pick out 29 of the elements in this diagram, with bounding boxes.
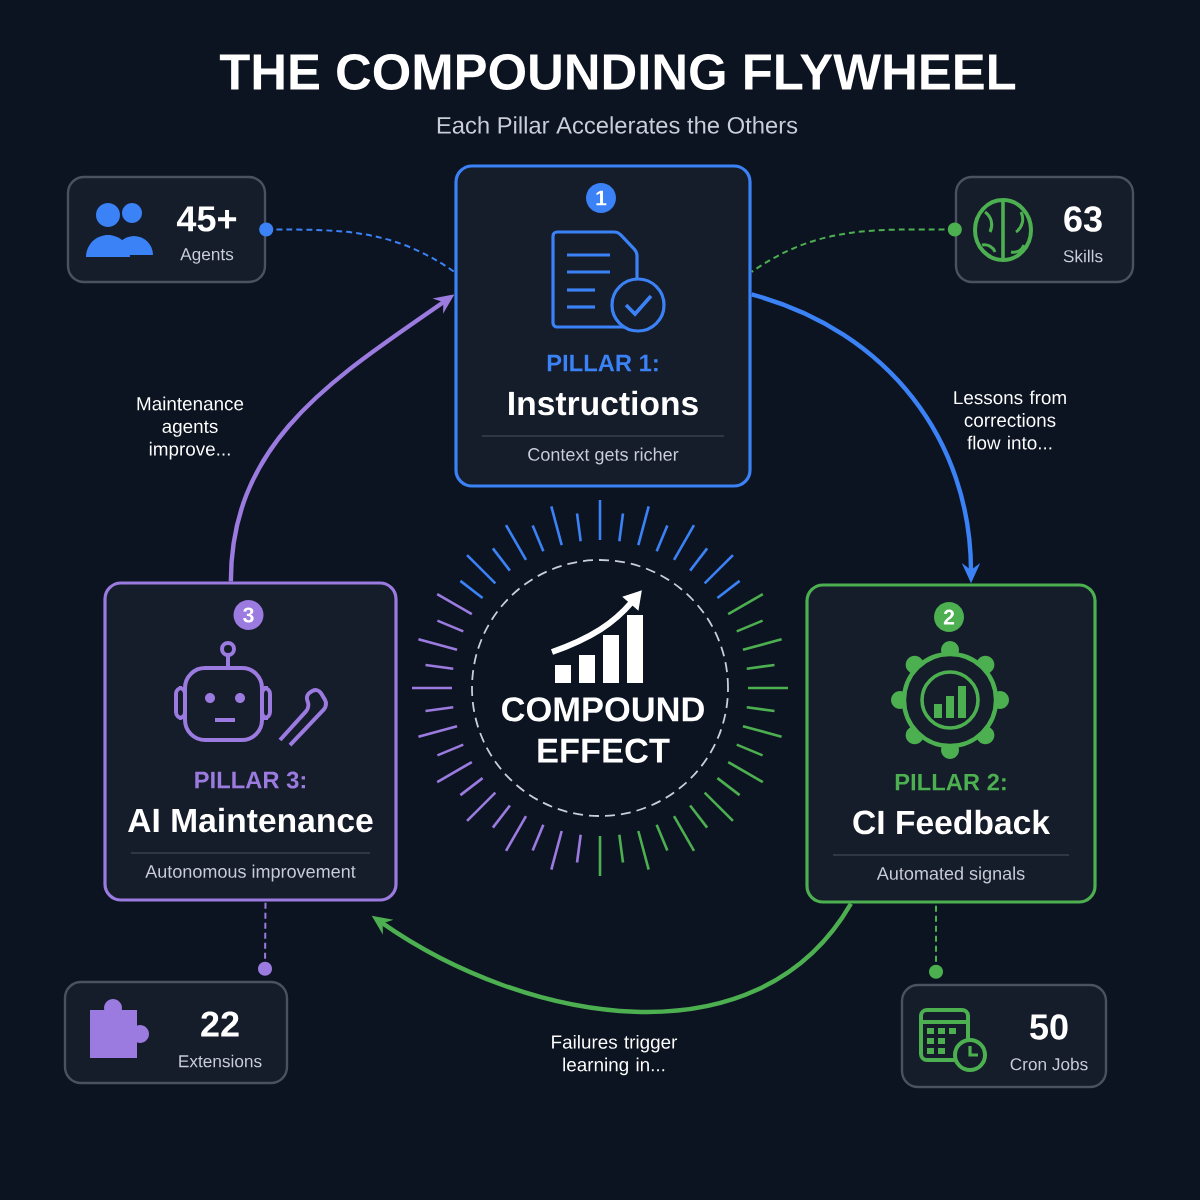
pillar-title: Instructions bbox=[509, 390, 698, 416]
subtitle: Each Pillar Accelerates the Others bbox=[437, 116, 798, 134]
stat-label: Skills bbox=[1063, 249, 1103, 263]
pillar-label: PILLAR 2: bbox=[895, 773, 1006, 791]
pillar-label: PILLAR 3: bbox=[195, 771, 305, 789]
number-badge: 2 bbox=[934, 602, 964, 632]
number-badge: 3 bbox=[233, 600, 264, 630]
stat-number: 50 bbox=[1030, 1014, 1068, 1040]
pillar-subtitle: Autonomous improvement bbox=[145, 864, 356, 882]
stat-number: 63 bbox=[1064, 206, 1102, 232]
edge-label: Failures trigger learning in... bbox=[552, 1034, 678, 1076]
stat-label: Agents bbox=[180, 248, 234, 264]
edge-label: Maintenance agents improve... bbox=[137, 396, 244, 460]
title: THE COMPOUNDING FLYWHEEL bbox=[219, 54, 1016, 90]
connector-line bbox=[750, 222, 962, 273]
pillar-label: PILLAR 1: bbox=[547, 354, 658, 372]
pillar-title: AI Maintenance bbox=[128, 807, 373, 833]
pillar-title: CI Feedback bbox=[853, 809, 1051, 835]
edge-label: Lessons from corrections flow into... bbox=[954, 390, 1066, 450]
stat-label: Cron Jobs bbox=[1010, 1057, 1088, 1071]
stat-label: Extensions bbox=[179, 1054, 262, 1068]
stat-number: 22 bbox=[201, 1011, 239, 1037]
connector-line bbox=[258, 900, 272, 976]
pillar-subtitle: Context gets richer bbox=[528, 447, 679, 465]
pillar-subtitle: Automated signals bbox=[876, 866, 1025, 884]
connector-line bbox=[259, 222, 456, 273]
stat-number: 45+ bbox=[176, 206, 237, 232]
center-label: COMPOUND EFFECT bbox=[502, 697, 704, 763]
number-badge: 1 bbox=[586, 183, 616, 213]
